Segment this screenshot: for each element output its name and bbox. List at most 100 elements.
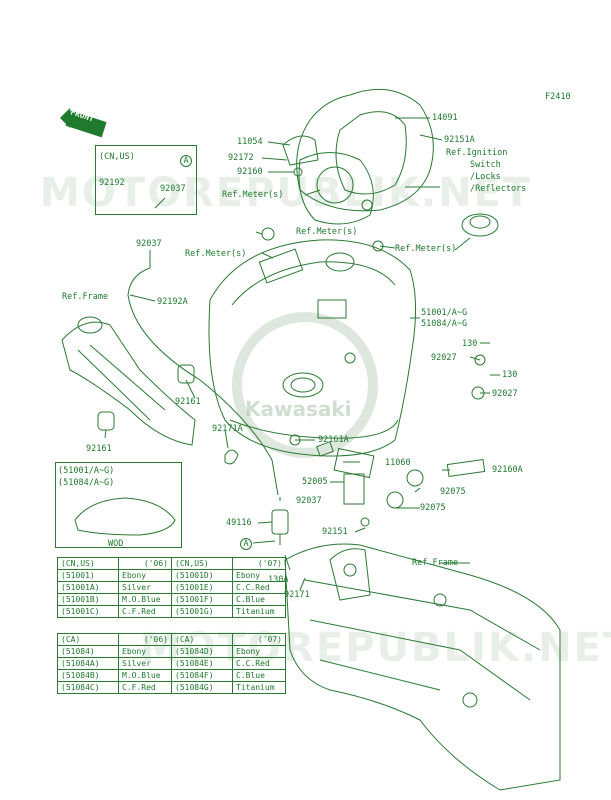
table-cell: Silver	[118, 657, 172, 670]
label-92151A: 92151A	[444, 135, 475, 145]
label-92171A: 92171A	[212, 424, 243, 434]
table-row: (51084B) M.O.Blue (51084F) C.Blue	[57, 669, 286, 682]
table-cell: Silver	[118, 581, 172, 594]
table-cell: Ebony	[232, 645, 286, 658]
label-marker-a: A	[240, 538, 252, 550]
label-51001: 51001/A~G	[421, 308, 468, 318]
table-row: (51084) Ebony (51084D) Ebony	[57, 645, 286, 658]
label-49116: 49116	[226, 518, 252, 528]
watermark-top: MOTOREPUBLIK.NET	[40, 170, 533, 216]
table-cell: (CA)	[171, 633, 233, 646]
table-cell: (51001C)	[57, 605, 119, 618]
table-cell: C.F.Red	[118, 681, 172, 694]
brand-watermark: Kawasaki	[245, 397, 352, 421]
table-cell: C.C.Red	[232, 657, 286, 670]
inset-cn-us-box	[95, 145, 197, 215]
table-cell: ('06)	[118, 633, 172, 646]
table-cell: (51084C)	[57, 681, 119, 694]
table-cell: M.O.Blue	[118, 593, 172, 606]
table-cell: (51084E)	[171, 657, 233, 670]
table-cell: (51001B)	[57, 593, 119, 606]
label-51084: 51084/A~G	[421, 319, 468, 329]
table-cell: Titanium	[232, 681, 286, 694]
label-92160: 92160	[237, 167, 263, 177]
table-row: (CA) ('06) (CA) ('07)	[57, 633, 286, 646]
table-cell: Titanium	[232, 605, 286, 618]
diagram-code: F2410	[545, 92, 571, 102]
inset-wod-line2: (51084/A~G)	[58, 478, 115, 488]
inset-part-92037: 92037	[160, 184, 186, 194]
label-14091: 14091	[432, 113, 458, 123]
fuel-filter-shape	[271, 509, 289, 535]
table-cell: C.Blue	[232, 593, 286, 606]
table-cell: Ebony	[118, 569, 172, 582]
meter-cover-shape	[296, 88, 434, 212]
table-cell: (51001G)	[171, 605, 233, 618]
label-92171: 92171	[284, 590, 310, 600]
label-ref-ignition-1: Ref.Ignition	[446, 148, 508, 158]
label-ref-ignition-3: /Locks	[470, 172, 501, 182]
inset-wod-caption: WOD	[108, 539, 124, 549]
label-92161-right: 92161	[175, 397, 201, 407]
table-cell: (51084B)	[57, 669, 119, 682]
label-ref-ignition-2: Switch	[470, 160, 501, 170]
label-130-upper: 130	[462, 339, 478, 349]
table-row: (51084C) C.F.Red (51084G) Titanium	[57, 681, 286, 694]
table-cell: ('07)	[232, 633, 286, 646]
label-ref-meter-4: Ref.Meter(s)	[395, 244, 457, 254]
label-ref-ignition-4: /Reflectors	[470, 184, 527, 194]
table-cell: C.C.Red	[232, 581, 286, 594]
table-cell: (51001E)	[171, 581, 233, 594]
fuel-tank-shape	[208, 239, 417, 457]
table-cell: ('06)	[118, 557, 172, 570]
table-cell: C.Blue	[232, 669, 286, 682]
table-cell: (CN,US)	[171, 557, 233, 570]
table-cell: (51001F)	[171, 593, 233, 606]
label-92161A: 92161A	[318, 435, 349, 445]
label-11054: 11054	[237, 137, 263, 147]
inset-wod-box	[55, 462, 182, 548]
label-92075-lower: 92075	[420, 503, 446, 513]
table-cell: (51084A)	[57, 657, 119, 670]
label-ref-meter-1: Ref.Meter(s)	[222, 190, 284, 200]
label-92172: 92172	[228, 153, 254, 163]
table-cell: (51001D)	[171, 569, 233, 582]
table-cell: (51084D)	[171, 645, 233, 658]
color-table-ca: (CA) ('06) (CA) ('07) (51084) Ebony (510…	[57, 633, 286, 694]
table-cell: (51084F)	[171, 669, 233, 682]
label-92037-bottom: 92037	[296, 496, 322, 506]
label-92160A: 92160A	[492, 465, 523, 475]
meter-housing-shape	[298, 152, 374, 225]
label-11060: 11060	[385, 458, 411, 468]
table-cell: Ebony	[232, 569, 286, 582]
table-cell: (51084G)	[171, 681, 233, 694]
table-row: (51001A) Silver (51001E) C.C.Red	[57, 581, 286, 594]
bracket-11054-shape	[282, 135, 319, 166]
table-row: (51001) Ebony (51001D) Ebony	[57, 569, 286, 582]
label-92192A: 92192A	[157, 297, 188, 307]
label-92151: 92151	[322, 527, 348, 537]
inset-wod-line1: (51001/A~G)	[58, 466, 115, 476]
label-92161-left: 92161	[86, 444, 112, 454]
label-92075-upper: 92075	[440, 487, 466, 497]
table-cell: C.F.Red	[118, 605, 172, 618]
label-92027-lower: 92027	[492, 389, 518, 399]
table-cell: M.O.Blue	[118, 669, 172, 682]
inset-region-label: (CN,US)	[99, 152, 135, 162]
table-row: (51001B) M.O.Blue (51001F) C.Blue	[57, 593, 286, 606]
table-row: (51001C) C.F.Red (51001G) Titanium	[57, 605, 286, 618]
label-92027-upper: 92027	[431, 353, 457, 363]
color-table-cn-us: (CN,US) ('06) (CN,US) ('07) (51001) Ebon…	[57, 557, 286, 618]
label-ref-meter-3: Ref.Meter(s)	[185, 249, 247, 259]
table-row: (CN,US) ('06) (CN,US) ('07)	[57, 557, 286, 570]
front-arrow-icon	[60, 108, 107, 138]
table-cell: ('07)	[232, 557, 286, 570]
label-ref-frame-1: Ref.Frame	[62, 292, 109, 302]
frame-left-shape	[61, 321, 196, 446]
table-cell: (51001)	[57, 569, 119, 582]
label-ref-frame-2: Ref.Frame	[412, 558, 459, 568]
breather-hose-shape	[127, 267, 279, 496]
table-cell: (CN,US)	[57, 557, 119, 570]
